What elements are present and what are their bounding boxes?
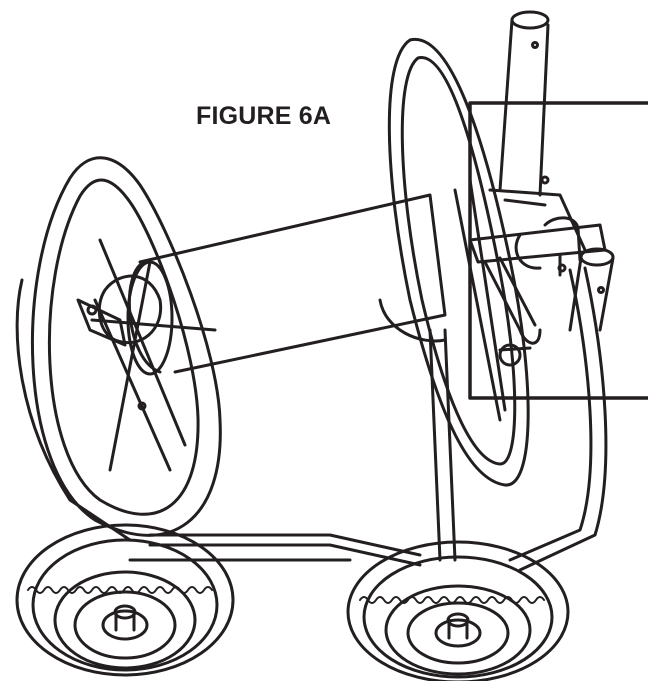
- cart-handle: [488, 10, 587, 252]
- right-reel-flange: [387, 37, 530, 487]
- right-wheel: [346, 540, 570, 681]
- cart-frame-legs: [428, 266, 608, 572]
- left-reel-flange: [15, 156, 222, 542]
- left-wheel: [15, 523, 235, 677]
- figure-label: FIGURE 6A: [196, 102, 332, 130]
- detail-callout-box: [468, 101, 648, 400]
- reel-drum: [126, 193, 447, 376]
- crank-assembly: [468, 216, 607, 367]
- frame-upright-tube: [568, 247, 615, 332]
